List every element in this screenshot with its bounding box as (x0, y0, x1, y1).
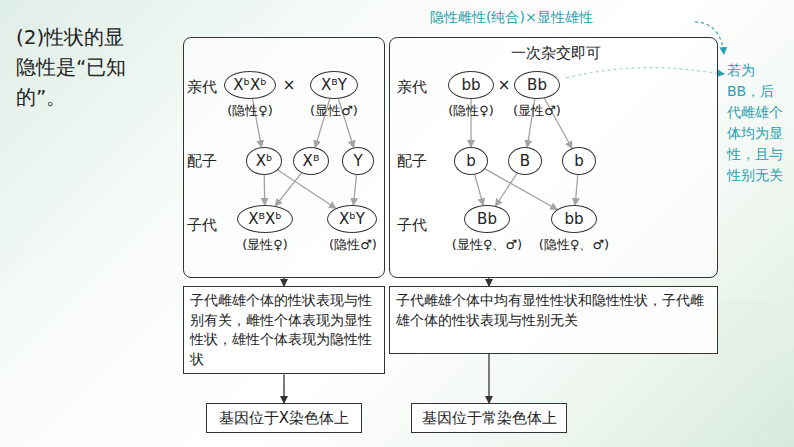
genotype-oval: XᴮXᵇ (237, 205, 293, 233)
panel-text: (显性♂) (513, 102, 561, 120)
panel-text: 配子 (397, 152, 427, 171)
panel-text: 子代 (187, 216, 217, 235)
panel-text: (隐性♀) (448, 102, 494, 120)
genotype-oval: b (562, 147, 596, 175)
arrow-connector (283, 374, 284, 403)
panel-text: 子代 (397, 216, 427, 235)
genotype-oval: XᵇXᵇ (224, 71, 276, 99)
panel-text: 亲代 (397, 78, 427, 97)
node-text: bb (564, 210, 583, 228)
genotype-oval: bb (551, 205, 597, 233)
arrow-connector (488, 354, 489, 403)
genotype-oval: b (454, 147, 488, 175)
result-box: 子代雌雄个体中均有显性性状和隐性性状，子代雌雄个体的性状表现与性别无关 (389, 286, 718, 354)
panel-text: (显性♀、♂) (452, 236, 522, 254)
node-text: Y (353, 152, 362, 170)
node-text: 子代雌雄个体中均有显性性状和隐性性状，子代雌雄个体的性状表现与性别无关 (396, 292, 704, 328)
node-text: bb (461, 76, 480, 94)
panel-text: 一次杂交即可 (511, 44, 601, 63)
annotation-note: 隐性雌性(纯合)×显性雄性 (430, 8, 700, 26)
arrow-connector (283, 278, 284, 286)
node-text: XᴮY (321, 76, 347, 94)
node-text: 基因位于X染色体上 (219, 409, 349, 428)
genotype-oval: Xᵇ (246, 147, 282, 175)
genotype-oval: B (508, 147, 542, 175)
arrow-connector (488, 278, 489, 286)
panel-text: (显性♂) (310, 102, 358, 120)
node-text: Bb (527, 76, 547, 94)
result-box: 子代雌雄个体的性状表现与性别有关，雌性个体表现为显性性状，雄性个体表现为隐性性状 (183, 286, 385, 374)
node-text: XᵇY (339, 210, 365, 228)
node-text: B (520, 152, 530, 170)
annotation-note: 若为BB，后代雌雄个体均为显性，且与性别无关 (727, 60, 787, 186)
genotype-oval: Xᴮ (293, 147, 329, 175)
node-text: XᴮXᵇ (248, 210, 281, 228)
genotype-oval: Bb (464, 205, 510, 233)
cross-panel: bbBbbBbBbbb一次杂交即可亲代×(隐性♀)(显性♂)配子子代(显性♀、♂… (389, 37, 718, 278)
node-text: 子代雌雄个体的性状表现与性别有关，雌性个体表现为显性性状，雄性个体表现为隐性性状 (190, 292, 372, 367)
panel-text: 亲代 (187, 78, 217, 97)
panel-text: (隐性♀、♂) (539, 236, 609, 254)
node-text: 基因位于常染色体上 (422, 409, 557, 428)
panel-text: 配子 (187, 152, 217, 171)
cross-panel: XᵇXᵇXᴮYXᵇXᴮYXᴮXᵇXᵇY亲代×(隐性♀)(显性♂)配子子代(显性♀… (183, 37, 385, 278)
panel-text: (隐性♀) (227, 102, 273, 120)
panel-text: × (283, 76, 296, 94)
node-text: XᵇXᵇ (233, 76, 266, 94)
section-heading: (2)性状的显隐性是“已知的”。 (16, 22, 128, 112)
node-text: Xᴮ (303, 152, 320, 170)
conclusion-box: 基因位于常染色体上 (411, 403, 567, 433)
genotype-oval: XᴮY (310, 71, 358, 99)
node-text: b (574, 152, 584, 170)
node-text: Xᵇ (256, 152, 273, 170)
genotype-oval: XᵇY (327, 205, 377, 233)
conclusion-box: 基因位于X染色体上 (206, 403, 362, 433)
panel-text: × (498, 76, 511, 94)
node-text: b (466, 152, 476, 170)
node-text: Bb (477, 210, 497, 228)
panel-text: (隐性♂) (329, 236, 377, 254)
genotype-oval: Y (342, 147, 374, 175)
panel-text: (显性♀) (242, 236, 288, 254)
genotype-oval: bb (448, 71, 494, 99)
genotype-oval: Bb (514, 71, 560, 99)
